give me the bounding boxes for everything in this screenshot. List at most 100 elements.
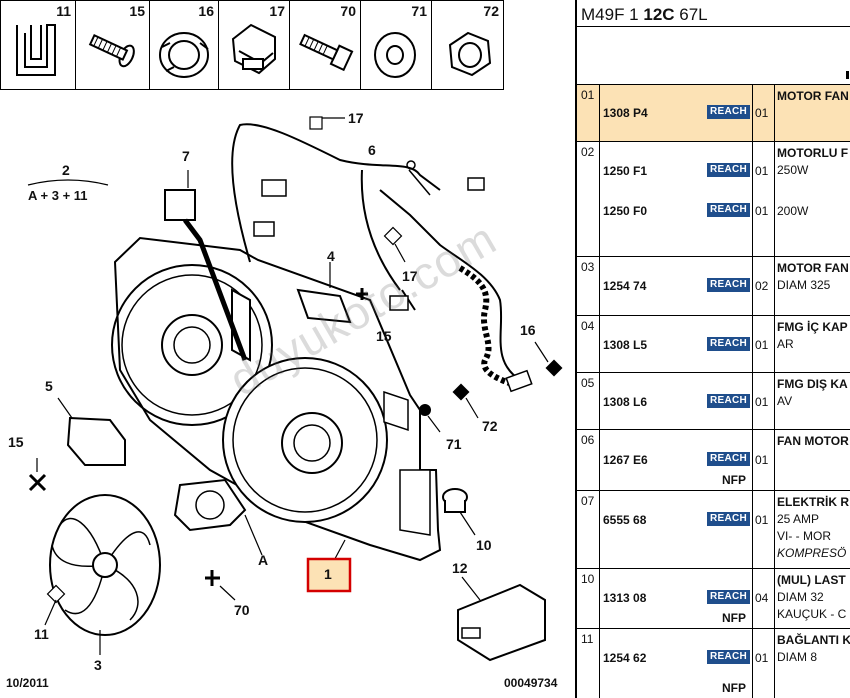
icon-cell-number: 70 — [340, 3, 356, 19]
column-divider — [599, 430, 600, 490]
column-divider — [752, 257, 753, 315]
motor-part — [173, 478, 247, 532]
part-number[interactable]: 1254 74 — [603, 279, 647, 293]
part-description: DIAM 8 — [777, 650, 818, 664]
relay-part — [164, 189, 196, 221]
column-divider — [774, 142, 775, 256]
callout-6[interactable]: 6 — [368, 142, 376, 158]
callout-5[interactable]: 5 — [45, 378, 53, 394]
part-description: MOTORLU F — [777, 146, 849, 160]
callout-71[interactable]: 71 — [446, 436, 462, 452]
bolt-icon — [299, 33, 354, 72]
icon-cell-72[interactable]: 72 — [431, 0, 504, 90]
callout-4[interactable]: 4 — [327, 248, 335, 264]
row-number: 05 — [581, 376, 595, 390]
callout-15-mid[interactable]: 15 — [376, 328, 392, 344]
icon-cell-16[interactable]: 16 — [149, 0, 219, 90]
quantity: 01 — [755, 651, 769, 665]
nfp-flag: NFP — [722, 473, 746, 487]
callout-3[interactable]: 3 — [94, 657, 102, 673]
part-description: AR — [777, 337, 794, 351]
callout-10[interactable]: 10 — [476, 537, 492, 553]
row-number: 06 — [581, 433, 595, 447]
reach-badge: REACH — [707, 163, 750, 177]
row-number: 04 — [581, 319, 595, 333]
callout-12[interactable]: 12 — [452, 560, 468, 576]
column-divider — [774, 569, 775, 628]
control-module-part — [457, 583, 546, 662]
part-number[interactable]: 1308 L6 — [603, 395, 648, 409]
part-number[interactable]: 1254 62 — [603, 651, 647, 665]
callout-15-left[interactable]: 15 — [8, 434, 24, 450]
callout-2[interactable]: 2 — [62, 162, 70, 178]
washer-icon — [374, 32, 416, 78]
part-description: FAN MOTOR — [777, 434, 849, 448]
reach-badge: REACH — [707, 394, 750, 408]
callout-17-top[interactable]: 17 — [348, 110, 364, 126]
screw-icon — [88, 33, 135, 68]
callout-72[interactable]: 72 — [482, 418, 498, 434]
callout-70[interactable]: 70 — [234, 602, 250, 618]
column-divider — [752, 142, 753, 256]
quantity: 01 — [755, 106, 769, 120]
exploded-parts-diagram: 11 15 16 17 70 71 72 — [0, 0, 563, 690]
part-description: FMG İÇ KAP — [777, 320, 848, 334]
part-number[interactable]: 1313 08 — [603, 591, 647, 605]
callout-A[interactable]: A — [258, 552, 269, 568]
column-divider — [752, 569, 753, 628]
part-number[interactable]: 1308 L5 — [603, 338, 648, 352]
column-divider — [774, 316, 775, 372]
icon-cell-11[interactable]: 11 — [0, 0, 76, 90]
quantity: 01 — [755, 453, 769, 467]
row-number: 03 — [581, 260, 595, 274]
column-divider — [599, 85, 600, 141]
reach-badge: REACH — [707, 512, 750, 526]
reach-badge: REACH — [707, 650, 750, 664]
icon-cell-70[interactable]: 70 — [289, 0, 361, 90]
part-number[interactable]: 1250 F0 — [603, 204, 648, 218]
column-divider — [599, 629, 600, 698]
column-divider — [774, 257, 775, 315]
bracket-clip-icon — [231, 23, 276, 75]
reach-badge: REACH — [707, 105, 750, 119]
part-description: VI- - MOR — [777, 529, 831, 543]
table-row[interactable]: 04 1308 L5 REACH 01 FMG İÇ KAP AR — [577, 315, 850, 372]
icon-cell-17[interactable]: 17 — [218, 0, 290, 90]
callout-16[interactable]: 16 — [520, 322, 536, 338]
callout-1[interactable]: 1 — [324, 566, 332, 582]
callout-11[interactable]: 11 — [34, 626, 49, 642]
quantity: 01 — [755, 164, 769, 178]
column-divider — [599, 569, 600, 628]
quantity: 02 — [755, 279, 769, 293]
part-number[interactable]: 1250 F1 — [603, 164, 648, 178]
cover-part — [66, 416, 126, 466]
part-number[interactable]: 6555 68 — [603, 513, 647, 527]
column-divider — [599, 491, 600, 568]
column-divider — [774, 491, 775, 568]
reach-badge: REACH — [707, 203, 750, 217]
quantity: 01 — [755, 395, 769, 409]
callout-17-mid[interactable]: 17 — [402, 268, 418, 284]
column-divider — [752, 430, 753, 490]
reach-badge: REACH — [707, 337, 750, 351]
quantity: 01 — [755, 338, 769, 352]
column-divider — [599, 142, 600, 256]
title-bold: 12C — [643, 5, 675, 24]
icon-cell-number: 72 — [483, 3, 499, 19]
row-number: 11 — [581, 632, 594, 646]
part-number[interactable]: 1267 E6 — [603, 453, 648, 467]
callout-7[interactable]: 7 — [182, 148, 190, 164]
part-number[interactable]: 1308 P4 — [603, 106, 648, 120]
quantity: 01 — [755, 513, 769, 527]
grommet-icon — [159, 32, 209, 78]
icon-cell-15[interactable]: 15 — [75, 0, 150, 90]
part-description: KOMPRESÖ — [777, 546, 847, 560]
